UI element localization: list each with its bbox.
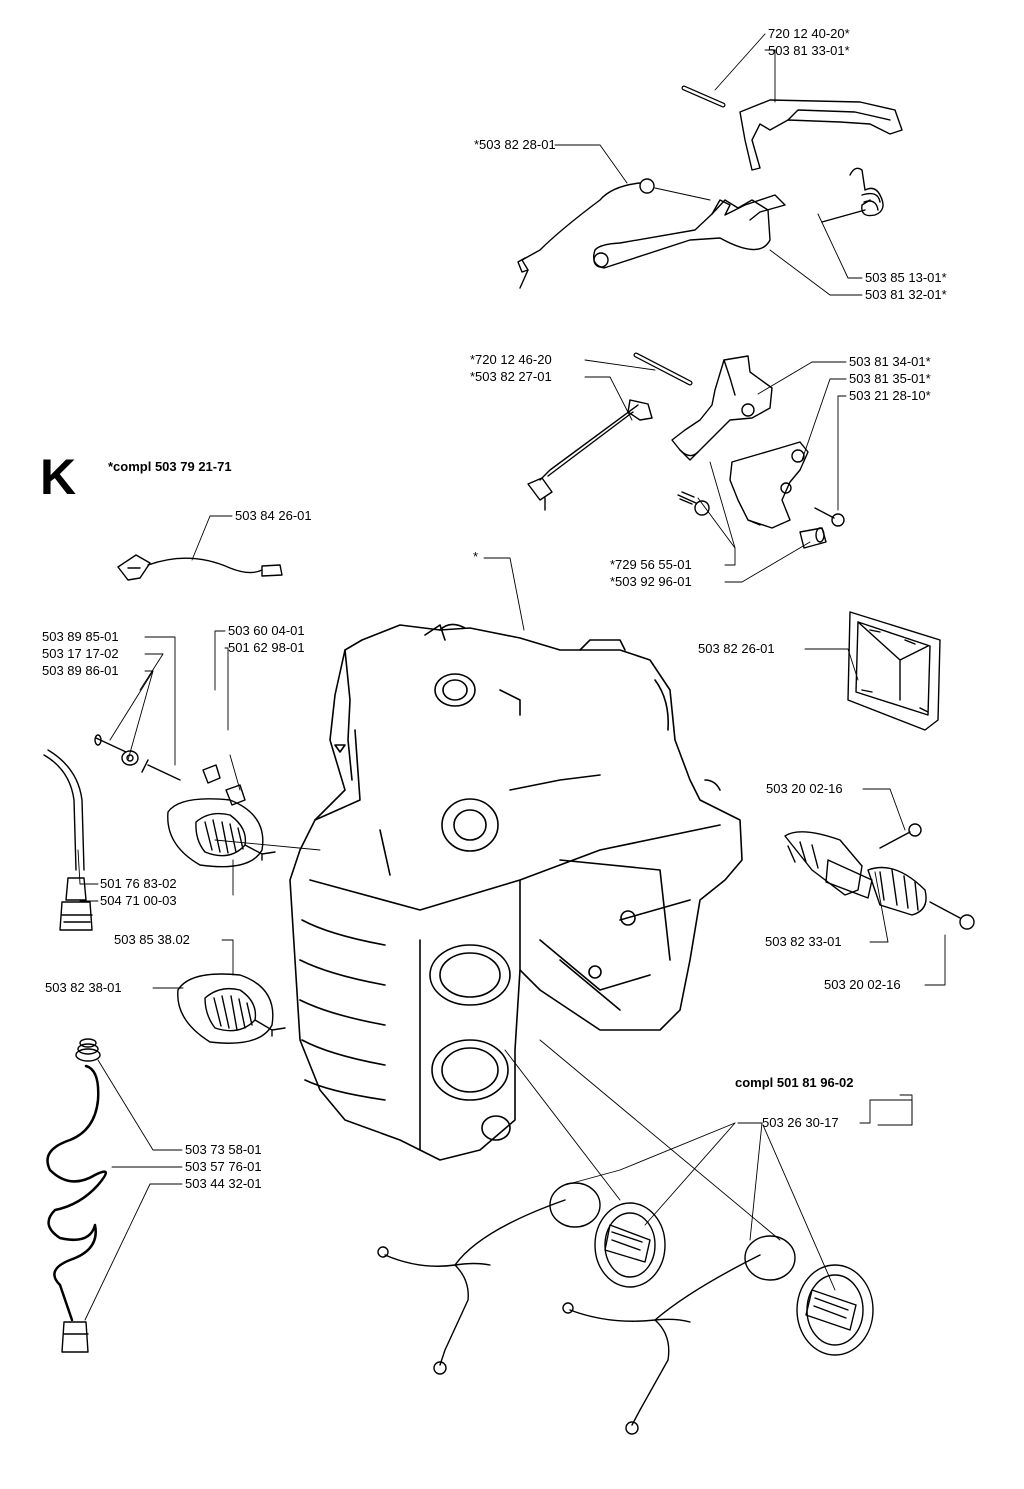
throttle-rod <box>517 178 655 289</box>
part-label: 503 89 86-01 <box>42 663 119 678</box>
part-label: * <box>473 549 479 564</box>
damper-503-82-38 <box>177 973 286 1044</box>
screw-503-20-02-a <box>879 823 922 849</box>
compl-note-k: *compl 503 79 21-71 <box>108 459 232 474</box>
coil-hose-503-57-76 <box>46 1064 107 1322</box>
screw-729-56-55 <box>677 491 710 516</box>
sleeve-503-92-96 <box>799 527 827 549</box>
part-label: 503 81 32-01* <box>865 287 947 302</box>
part-label: 720 12 40-20* <box>768 26 850 41</box>
damper-503-82-33 <box>784 831 927 916</box>
part-label: 503 17 17-02 <box>42 646 119 661</box>
nail-503-89-86 <box>141 759 181 781</box>
part-label: 503 81 33-01* <box>768 43 850 58</box>
choke-rod <box>527 399 653 511</box>
choke-lever <box>671 355 773 461</box>
part-label: *503 82 28-01 <box>474 137 556 152</box>
compl-note-cap: compl 501 81 96-02 <box>735 1075 854 1090</box>
leader-lines <box>77 33 946 1321</box>
part-label: 503 20 02-16 <box>766 781 843 796</box>
part-label: 501 62 98-01 <box>228 640 305 655</box>
part-label: 503 82 38-01 <box>45 980 122 995</box>
part-label: 503 60 04-01 <box>228 623 305 638</box>
part-label: 503 82 26-01 <box>698 641 775 656</box>
damper-503-85-38 <box>167 798 276 868</box>
part-label: 503 57 76-01 <box>185 1159 262 1174</box>
section-letter: K <box>40 449 77 505</box>
grommet-503-73-58 <box>75 1038 101 1062</box>
part-label: 503 20 02-16 <box>824 977 901 992</box>
part-label: 501 76 83-02 <box>100 876 177 891</box>
throttle-trigger <box>592 194 786 269</box>
part-label: 503 82 33-01 <box>765 934 842 949</box>
pin-720-12-40 <box>681 85 726 108</box>
part-label: 503 85 13-01* <box>865 270 947 285</box>
part-label: 503 89 85-01 <box>42 629 119 644</box>
filter-box-503-82-26 <box>847 611 941 731</box>
cable-503-84-26 <box>117 554 283 581</box>
part-label: *729 56 55-01 <box>610 557 692 572</box>
part-label: 503 44 32-01 <box>185 1176 262 1191</box>
cap-assembly-2 <box>562 1235 874 1435</box>
fuel-hose-501-76-83 <box>43 749 87 901</box>
screw-503-20-02-b <box>929 901 975 930</box>
spring-503-85-13 <box>821 167 884 223</box>
pin-720-12-46 <box>633 352 693 386</box>
part-label: 503 81 35-01* <box>849 371 931 386</box>
plug-503-89-85 <box>94 734 127 753</box>
part-label: 504 71 00-03 <box>100 893 177 908</box>
part-label: 503 81 34-01* <box>849 354 931 369</box>
part-label: 503 85 38.02 <box>114 932 190 947</box>
cap-assembly-1 <box>377 1182 666 1375</box>
part-label: 503 26 30-17 <box>762 1115 839 1130</box>
washer-503-17-17 <box>121 750 139 766</box>
part-label: 503 21 28-10* <box>849 388 931 403</box>
lever-503-81-35 <box>729 441 809 529</box>
part-label: *503 82 27-01 <box>470 369 552 384</box>
sleeve-503-60-04 <box>202 764 221 784</box>
throttle-lockout <box>739 99 903 171</box>
part-label: *720 12 46-20 <box>470 352 552 367</box>
part-label: 503 84 26-01 <box>235 508 312 523</box>
part-label: *503 92 96-01 <box>610 574 692 589</box>
filter-503-44-32 <box>61 1321 89 1353</box>
crankcase-housing <box>289 623 743 1161</box>
screw-503-21-28 <box>814 507 845 527</box>
part-label: 503 73 58-01 <box>185 1142 262 1157</box>
fuel-filter-504-71-00 <box>59 901 93 931</box>
